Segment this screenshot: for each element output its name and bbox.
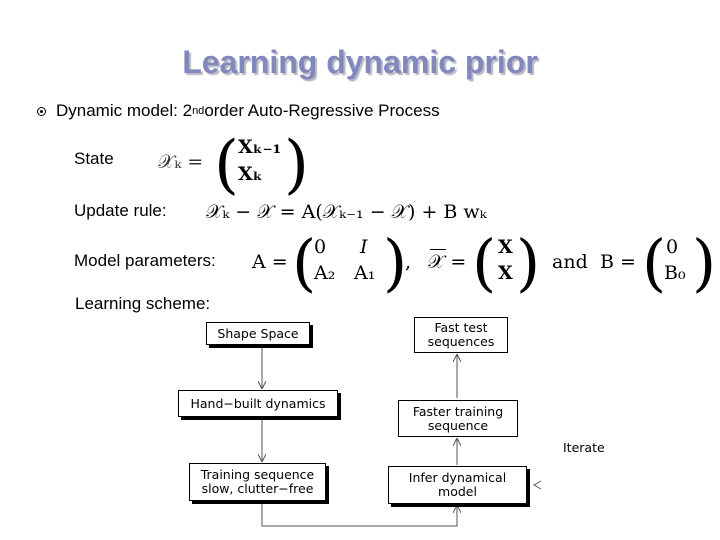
and-text: and [552,251,588,273]
infer-dynamical-model-box: Infer dynamical model [388,466,527,504]
fast-test-line1: Fast test [434,320,488,335]
infer-line2: model [438,484,477,499]
training-seq-line2: slow, clutter−free [201,481,314,496]
b-paren-right: ) [692,226,717,299]
learning-scheme-label: Learning scheme: [75,294,211,313]
comma: , [405,251,412,273]
b-lhs: B = [600,251,636,273]
state-lhs: 𝒳ₖ = [158,151,204,173]
a-r1c1: 0 [314,236,327,258]
arrow-training-to-infer [261,501,457,527]
update-rule-label: Update rule: [74,201,167,220]
bullet-icon [37,106,46,116]
bullet-text-after: order Auto-Regressive Process [204,101,440,120]
b-paren-left: ( [642,226,667,299]
b-top: 0 [666,236,679,258]
shape-space-box: Shape Space [206,322,310,345]
xbar-paren-left: ( [472,226,497,299]
fast-test-line2: sequences [427,334,495,349]
state-label: State [74,149,114,168]
fast-test-box: Fast test sequences [414,317,508,353]
infer-line1: Infer dynamical [408,470,507,485]
hand-built-text: Hand−built dynamics [190,395,326,411]
xbar-paren-right: ) [516,226,541,299]
faster-training-line2: sequence [427,417,489,433]
a-paren-right: ) [383,226,408,299]
a-r1c2: I [360,236,368,258]
a-lhs: A = [252,251,288,273]
page-title: Learning dynamic prior [182,44,538,80]
a-paren-left: ( [292,226,317,299]
state-bottom: Xₖ [238,163,263,185]
state-top: Xₖ₋₁ [238,136,282,158]
xbar-lhs: 𝒳 = [428,251,467,273]
iterate-label: Iterate [563,440,605,455]
a-r2c1: A₂ [314,262,336,284]
update-rule-equation: 𝒳ₖ − 𝒳 = A(𝒳ₖ₋₁ − 𝒳) + B wₖ [206,201,487,223]
bullet-superscript: nd [192,105,205,117]
shape-space-text: Shape Space [217,325,299,341]
state-paren-right: ) [284,128,309,202]
model-parameters-label: Model parameters: [74,251,216,270]
b-bottom: B₀ [664,262,686,284]
xbar-overline [430,249,446,250]
faster-training-line1: Faster training [412,403,504,419]
iterate-arrow-tick [532,480,542,490]
training-sequence-box: Training sequence slow, clutter−free [189,463,326,501]
a-r2c2: A₁ [354,262,376,284]
xbar-bottom: X [498,262,513,284]
state-paren-left: ( [214,128,239,202]
xbar-top: X [498,236,513,258]
hand-built-dynamics-box: Hand−built dynamics [178,390,338,417]
training-seq-line1: Training sequence [200,467,315,482]
faster-training-box: Faster training sequence [398,400,518,437]
bullet-text-before: Dynamic model: 2 [56,101,193,120]
